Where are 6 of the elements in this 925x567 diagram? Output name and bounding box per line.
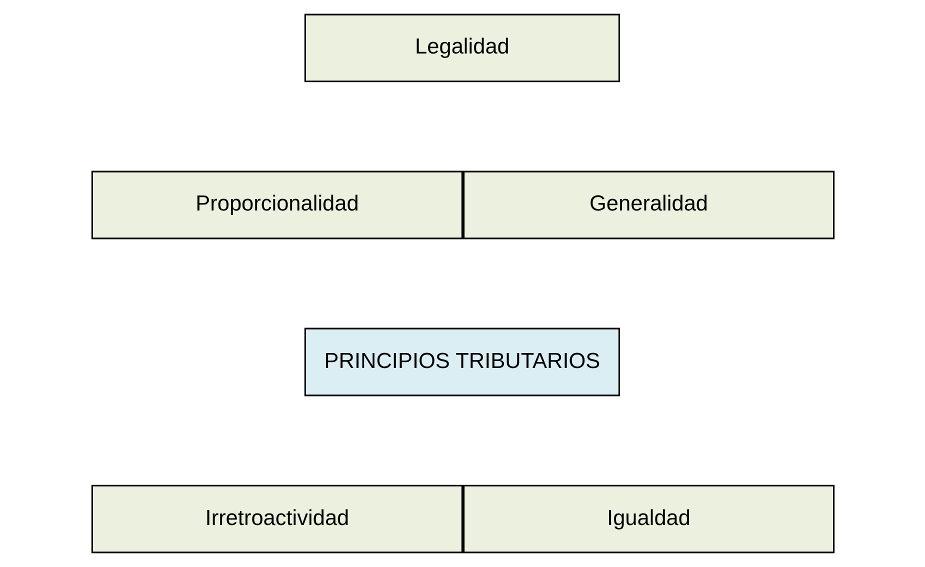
node-box: Igualdad xyxy=(462,484,834,554)
node-box: Generalidad xyxy=(462,170,834,240)
node-box: Irretroactividad xyxy=(90,484,462,554)
node-box: Legalidad xyxy=(304,14,620,82)
node-box: PRINCIPIOS TRIBUTARIOS xyxy=(304,328,620,396)
node-box: Proporcionalidad xyxy=(90,170,462,240)
